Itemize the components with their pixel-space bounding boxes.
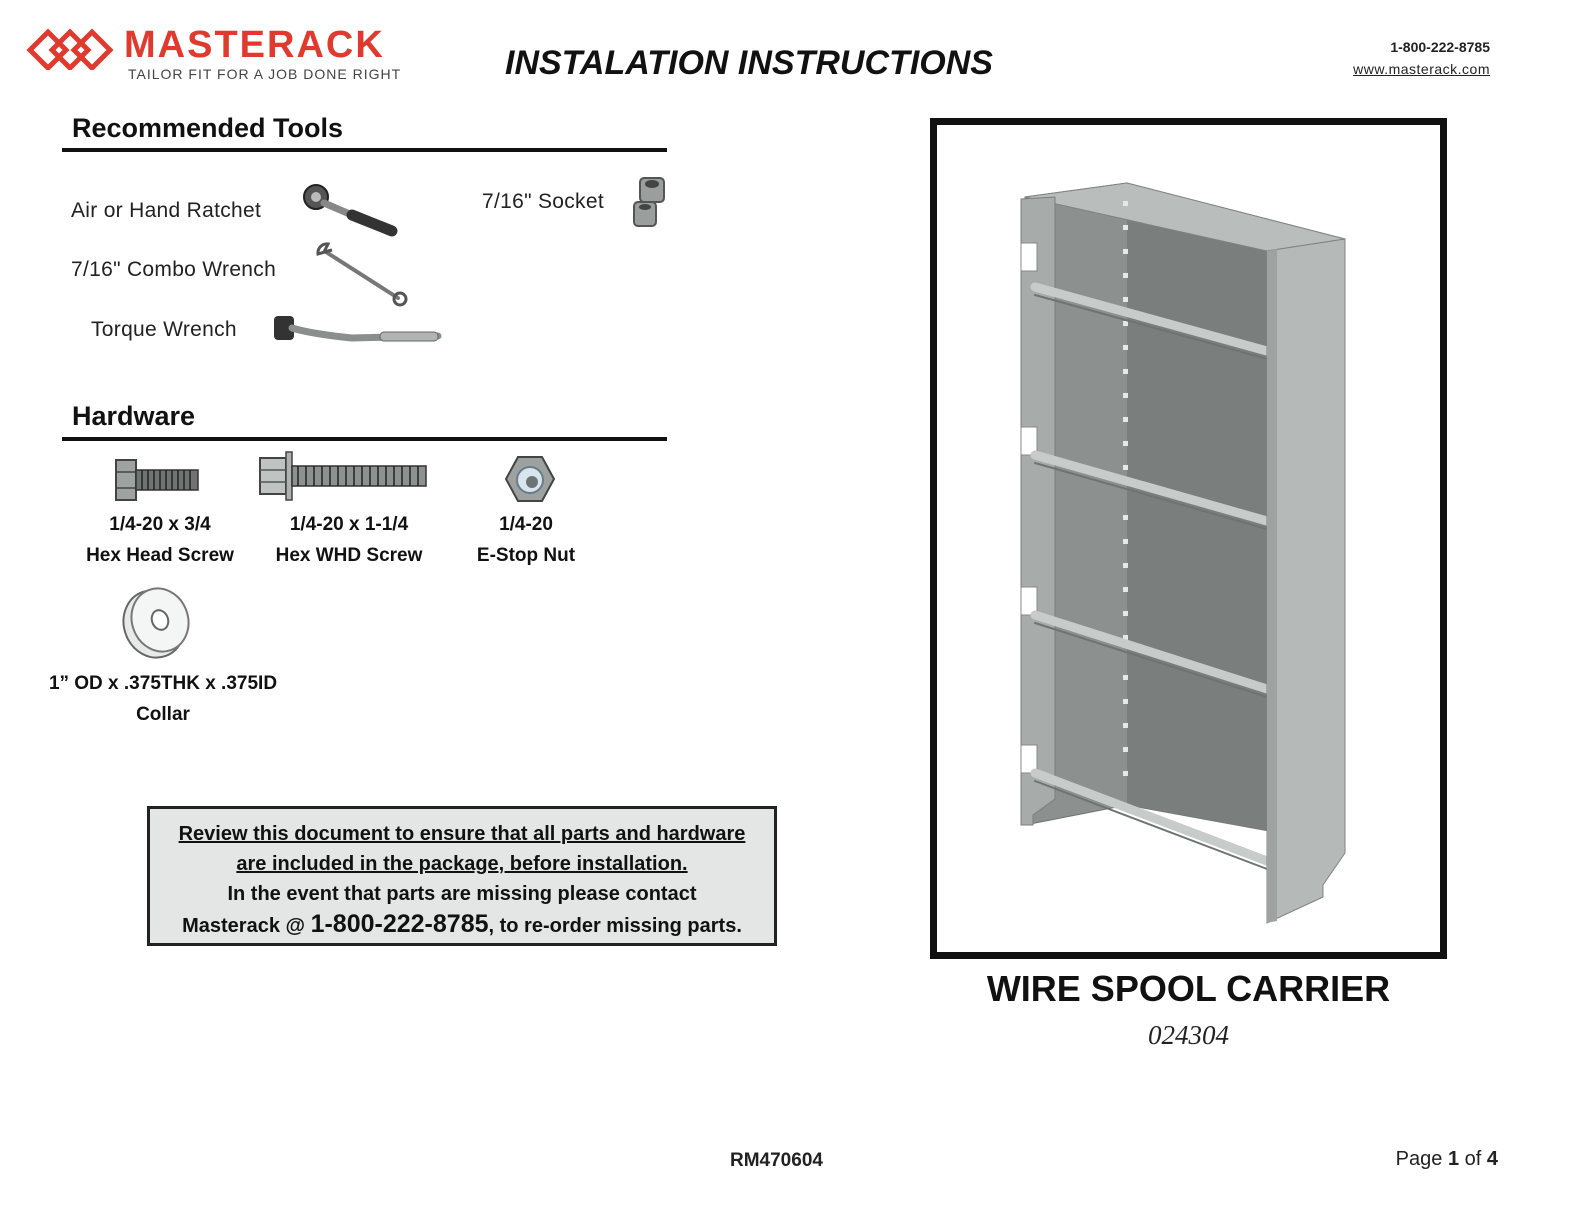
socket-icon — [633, 177, 665, 227]
notice-contact-prefix: Masterack @ — [182, 915, 311, 937]
wire-spool-carrier-icon — [1020, 182, 1346, 924]
hardware-name: Hex WHD Screw — [275, 545, 423, 566]
hardware-spec: 1/4-20 x 1-1/4 — [289, 514, 409, 535]
contact-info: 1-800-222-8785 www.masterack.com — [1353, 36, 1490, 80]
hardware-name: E-Stop Nut — [476, 545, 576, 566]
page-current: 1 — [1447, 1148, 1460, 1170]
hardware-name: Hex Head Screw — [86, 545, 234, 566]
brand-tagline: TAILOR FIT FOR A JOB DONE RIGHT — [128, 66, 402, 82]
hardware-item: 1/4-20 x 1-1/4 Hex WHD Screw — [249, 509, 449, 571]
product-number: 024304 — [1148, 1020, 1229, 1050]
tool-label-torque-wrench: Torque Wrench — [91, 318, 237, 341]
hardware-name: Collar — [136, 704, 190, 725]
brand-logo: MASTERACK TAILOR FIT FOR A JOB DONE RIGH… — [26, 22, 426, 84]
contact-phone: 1-800-222-8785 — [1390, 39, 1490, 55]
hardware-item: 1/4-20 E-Stop Nut — [426, 509, 626, 571]
combo-wrench-icon — [316, 242, 408, 307]
notice-line: In the event that parts are missing plea… — [227, 883, 697, 905]
tool-label-combo-wrench: 7/16" Combo Wrench — [71, 258, 277, 281]
product-image-frame — [930, 118, 1447, 959]
document-code: RM470604 — [730, 1150, 823, 1171]
missing-parts-notice: Review this document to ensure that all … — [147, 806, 777, 946]
brand-name: MASTERACK — [124, 24, 385, 66]
tools-heading: Recommended Tools — [72, 113, 344, 143]
hardware-item: 1” OD x .375THK x .375ID Collar — [30, 668, 296, 730]
product-name: WIRE SPOOL CARRIER — [986, 968, 1391, 1009]
hardware-heading: Hardware — [72, 401, 196, 431]
notice-line: Review this document to ensure that all … — [178, 823, 746, 845]
hardware-item: 1/4-20 x 3/4 Hex Head Screw — [60, 509, 260, 571]
page-indicator: Page 1 of 4 — [1396, 1148, 1498, 1171]
hex-head-screw-icon — [115, 459, 199, 501]
tool-label-ratchet: Air or Hand Ratchet — [71, 199, 262, 222]
notice-phone: 1-800-222-8785 — [310, 910, 489, 938]
page-of: of — [1464, 1148, 1482, 1170]
hardware-spec: 1/4-20 — [499, 514, 553, 535]
hardware-divider — [62, 437, 667, 441]
collar-icon — [122, 587, 190, 659]
website-link[interactable]: www.masterack.com — [1353, 61, 1490, 77]
notice-line: are included in the package, before inst… — [236, 853, 688, 875]
notice-line: Masterack @ 1-800-222-8785, to re-order … — [150, 909, 774, 941]
hardware-spec: 1” OD x .375THK x .375ID — [48, 673, 278, 694]
notice-contact-suffix: , to re-order missing parts. — [488, 915, 742, 937]
page-total: 4 — [1486, 1148, 1498, 1170]
torque-wrench-icon — [274, 316, 442, 342]
ratchet-icon — [303, 184, 398, 237]
tools-divider — [62, 148, 667, 152]
page-title: INSTALATION INSTRUCTIONS — [505, 44, 993, 82]
page-word: Page — [1395, 1148, 1443, 1170]
e-stop-nut-icon — [504, 456, 556, 502]
tool-label-socket: 7/16" Socket — [482, 190, 604, 213]
hardware-spec: 1/4-20 x 3/4 — [109, 514, 211, 535]
hex-whd-screw-icon — [259, 451, 427, 501]
masterack-logo-icon — [26, 28, 114, 70]
